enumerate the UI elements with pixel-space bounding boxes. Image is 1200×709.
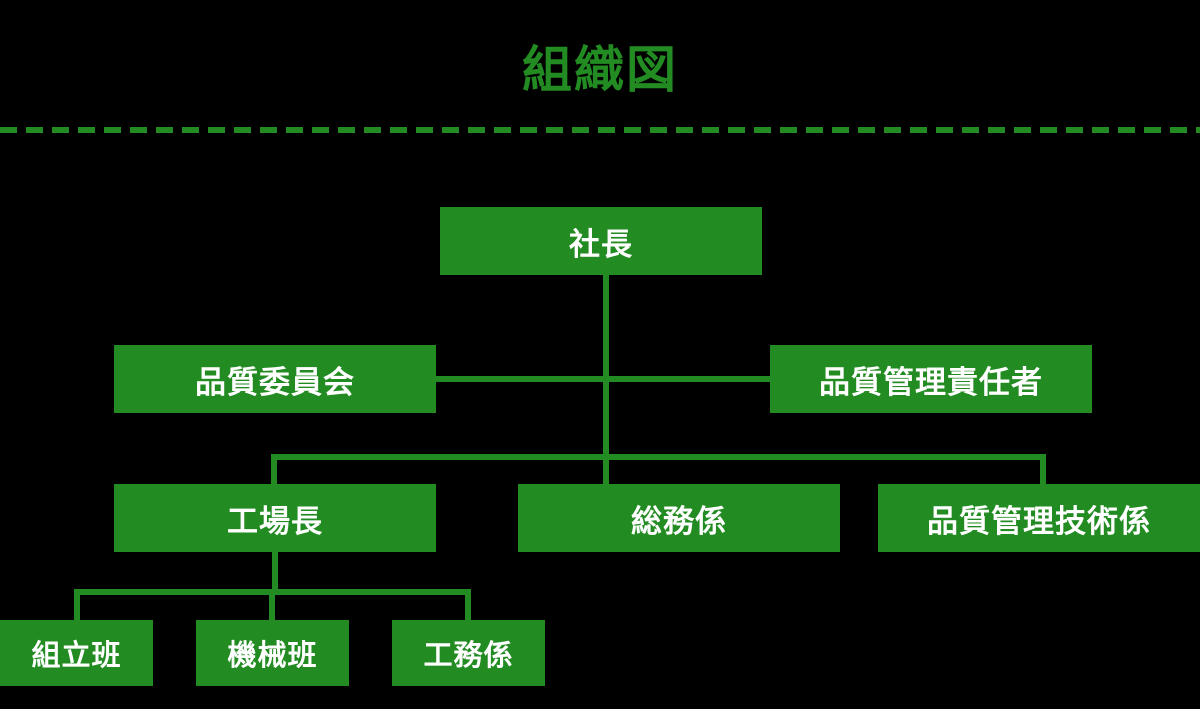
org-node-president[interactable]: 社長 <box>440 207 762 275</box>
connector-row3-distribution-bar <box>271 454 1046 460</box>
org-node-qc-engineering[interactable]: 品質管理技術係 <box>878 484 1200 552</box>
connector-drop-general-affairs <box>603 454 609 484</box>
org-node-general-affairs[interactable]: 総務係 <box>518 484 840 552</box>
org-node-factory-manager[interactable]: 工場長 <box>114 484 436 552</box>
org-node-machine[interactable]: 機械班 <box>196 620 349 686</box>
connector-drop-qc-engineering <box>1040 454 1046 484</box>
connector-drop-works <box>465 589 471 620</box>
org-node-quality-committee[interactable]: 品質委員会 <box>114 345 436 413</box>
connector-drop-machine <box>269 589 275 620</box>
connector-president-trunk <box>603 275 609 457</box>
connector-row2-horizontal <box>436 376 770 382</box>
org-node-works[interactable]: 工務係 <box>392 620 545 686</box>
org-node-quality-manager[interactable]: 品質管理責任者 <box>770 345 1092 413</box>
connector-drop-factory-manager <box>271 454 277 484</box>
connector-drop-assembly <box>74 589 80 620</box>
connector-factory-manager-trunk <box>272 552 278 595</box>
page-title: 組織図 <box>522 41 678 99</box>
title-divider <box>0 127 1200 133</box>
org-node-assembly[interactable]: 組立班 <box>0 620 153 686</box>
